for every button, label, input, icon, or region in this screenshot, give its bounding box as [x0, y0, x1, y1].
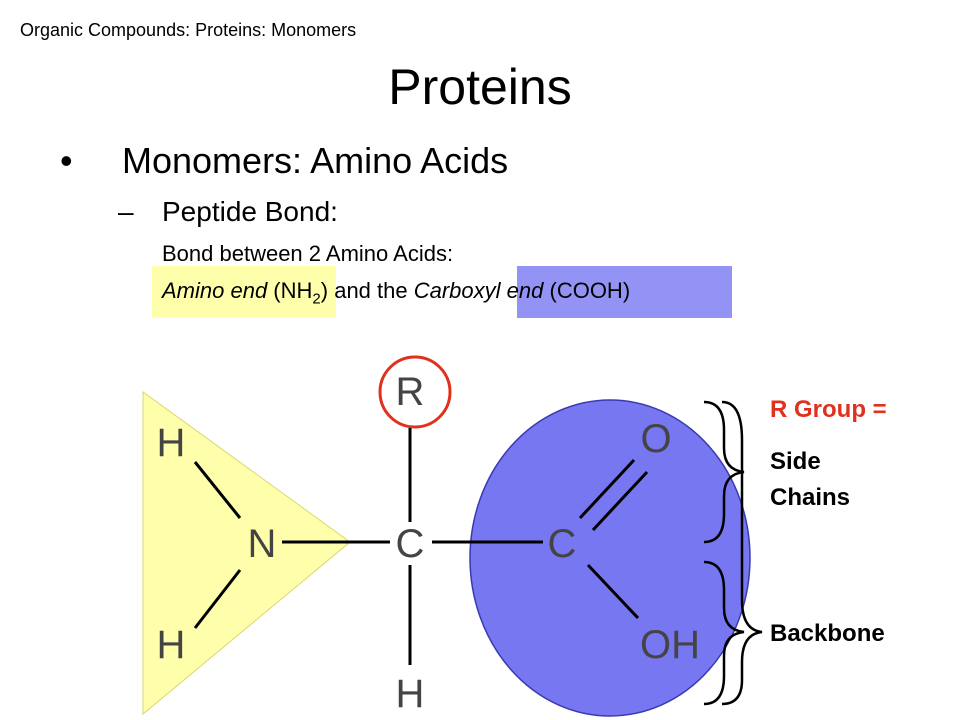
definition-line: Bond between 2 Amino Acids: [162, 241, 454, 266]
page-title: Proteins [388, 59, 572, 115]
bond-c-oh [586, 563, 640, 620]
nh-subscript: 2 [312, 290, 321, 308]
atom-h-bottom: H [157, 623, 186, 667]
backbone-brace [703, 560, 745, 706]
carboxyl-end-highlight [517, 266, 732, 318]
sub-bullet-dash: – [118, 196, 134, 227]
brace-marks [703, 400, 763, 706]
atom-h-alpha: H [396, 672, 425, 716]
amino-group-triangle [142, 391, 351, 716]
carboxyl-end-text: Carboxyl end [413, 278, 544, 303]
atom-o: O [640, 417, 671, 461]
amino-end-highlight [152, 266, 336, 318]
mid-text: ) and the [320, 278, 414, 303]
bond-c-o-2 [591, 470, 649, 532]
side-chains-brace [703, 400, 745, 544]
atom-oh: OH [640, 623, 700, 667]
atom-c-carboxyl: C [548, 522, 577, 566]
bond-h-n-top [193, 461, 242, 519]
definition-detail-line: Amino end (NH2) and the Carboxyl end (CO… [162, 278, 630, 307]
bond-lines [193, 428, 649, 665]
bond-h-n-bottom [193, 569, 242, 629]
atom-r: R [396, 370, 425, 414]
amino-end-text: Amino end [162, 278, 268, 303]
side-chains-label: Side Chains [770, 448, 851, 511]
atom-n: N [248, 522, 277, 566]
breadcrumb: Organic Compounds: Proteins: Monomers [20, 20, 357, 40]
sub-bullet-title: Peptide Bond: [162, 196, 338, 227]
atom-c-alpha: C [396, 522, 425, 566]
atom-labels: R H N H C C O OH H [157, 370, 700, 716]
paren-open-2: ( [543, 278, 557, 303]
backbone-label: Backbone [770, 620, 885, 647]
bond-c-o-1 [578, 458, 636, 520]
nh-text: NH [280, 278, 313, 303]
atom-h-top: H [157, 421, 186, 465]
bullet-text: Monomers: Amino Acids [122, 140, 509, 181]
paren-open-1: ( [267, 278, 281, 303]
outer-brace [721, 400, 763, 706]
bullet-symbol: • [60, 140, 73, 181]
r-group-label: R Group = [770, 396, 887, 423]
carboxyl-group-circle [469, 399, 751, 717]
r-group-circle [378, 355, 452, 429]
cooh-text: COOH) [556, 278, 631, 303]
